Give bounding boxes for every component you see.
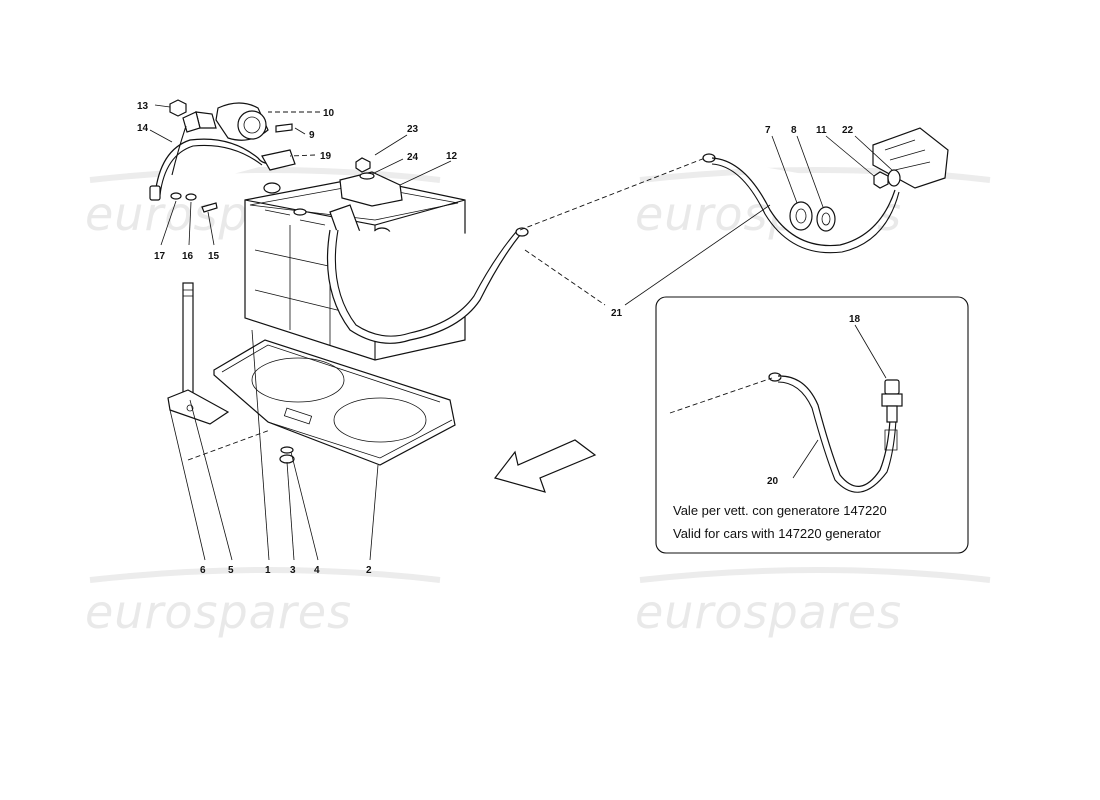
battery-tray	[213, 339, 456, 466]
callout-19: 19	[320, 151, 332, 162]
watermark-text: eurospares	[635, 585, 902, 639]
battery-terminal	[263, 182, 281, 194]
alternator-cable	[702, 127, 949, 254]
callout-labels: 13 10 14 9 23 19 24 12 17 16 15 6 5 1 3 …	[137, 101, 861, 576]
callout-11: 11	[816, 125, 827, 136]
callout-23: 23	[407, 124, 419, 135]
callout-17: 17	[154, 251, 166, 262]
callout-6: 6	[200, 565, 206, 576]
callout-8: 8	[791, 125, 797, 136]
callout-1: 1	[265, 565, 271, 576]
callout-18: 18	[849, 314, 861, 325]
inset-caption-english: Valid for cars with 147220 generator	[673, 526, 882, 541]
inset-caption-italian: Vale per vett. con generatore 147220	[673, 503, 887, 518]
direction-arrow	[493, 439, 597, 493]
watermark-text: eurospares	[85, 585, 352, 639]
callout-22: 22	[842, 125, 854, 136]
callout-4: 4	[314, 565, 320, 576]
watermark-swoosh	[89, 567, 441, 583]
callout-20: 20	[767, 476, 779, 487]
callout-3: 3	[290, 565, 296, 576]
callout-7: 7	[765, 125, 771, 136]
leader-lines	[149, 104, 893, 561]
callout-5: 5	[228, 565, 234, 576]
main-cable	[326, 227, 529, 344]
battery-cable-top	[149, 99, 296, 213]
callout-10: 10	[323, 108, 335, 119]
callout-2: 2	[366, 565, 372, 576]
callout-21: 21	[611, 308, 623, 319]
callout-14: 14	[137, 123, 149, 134]
callout-24: 24	[407, 152, 419, 163]
hold-down-rod	[167, 282, 230, 425]
callout-15: 15	[208, 251, 220, 262]
callout-12: 12	[446, 151, 458, 162]
inset-panel: Vale per vett. con generatore 147220 Val…	[655, 296, 969, 554]
watermark-swoosh	[639, 567, 991, 583]
callout-16: 16	[182, 251, 194, 262]
callout-13: 13	[137, 101, 149, 112]
callout-9: 9	[309, 130, 315, 141]
washer-nut	[279, 446, 295, 464]
watermark-swoosh	[89, 167, 441, 183]
